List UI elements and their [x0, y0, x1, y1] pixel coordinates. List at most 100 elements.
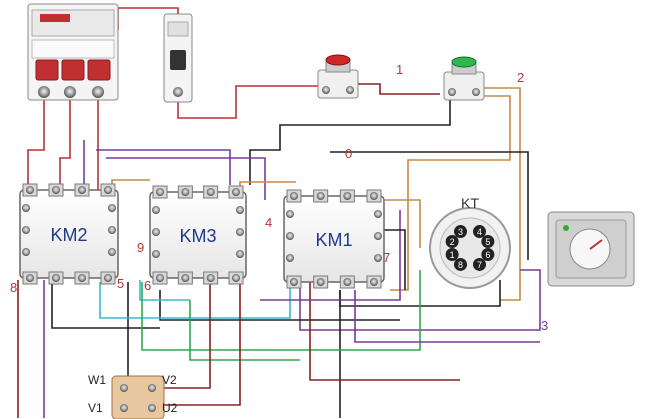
- wire-darkred: [355, 83, 440, 95]
- timer-pin-8: 8: [454, 257, 467, 271]
- screw-icon: [156, 274, 164, 282]
- breaker-toggle[interactable]: [61, 59, 85, 81]
- wire-label-7: 7: [383, 250, 390, 265]
- timer-label: KT: [461, 195, 479, 211]
- wire-black: [249, 100, 451, 185]
- wire-tan: [480, 87, 521, 301]
- wire-purple: [354, 290, 540, 343]
- screw-icon: [370, 278, 378, 286]
- timer-pin-1: 1: [445, 247, 459, 261]
- main-breaker: [27, 3, 119, 101]
- wire-darkred: [160, 282, 211, 389]
- screw-icon: [181, 274, 190, 282]
- wire-purple: [299, 269, 541, 331]
- screw-icon: [206, 274, 215, 282]
- screw-icon: [26, 186, 34, 194]
- screw-icon: [448, 88, 456, 96]
- wire-label-8: 8: [10, 280, 17, 295]
- timer-pin-3: 3: [454, 225, 467, 239]
- wire-purple: [260, 210, 401, 301]
- screw-icon: [236, 228, 244, 236]
- timer-device: [547, 211, 635, 287]
- svg-text:1: 1: [450, 250, 455, 260]
- wire-number-labels: 0 1 2 3 4 5 6 7 8 9: [10, 62, 548, 333]
- wire-tan: [111, 179, 150, 190]
- wire-tan: [385, 199, 421, 248]
- wire-cyan: [139, 280, 190, 301]
- screw-icon: [286, 210, 294, 218]
- screw-icon: [64, 86, 76, 98]
- screw-icon: [472, 88, 480, 96]
- terminal-label-w1: W1: [88, 373, 106, 387]
- wire-label-3: 3: [541, 318, 548, 333]
- screw-icon: [156, 188, 164, 196]
- wire-red: [177, 85, 320, 119]
- terminal-label-v2: V2: [162, 373, 177, 387]
- breaker-toggle[interactable]: [35, 59, 59, 81]
- screw-icon: [108, 248, 116, 256]
- screw-icon: [92, 86, 104, 98]
- wire-darkred: [309, 282, 460, 381]
- screw-icon: [236, 206, 244, 214]
- wire-black: [159, 290, 400, 321]
- screw-icon: [374, 210, 382, 218]
- screw-icon: [52, 274, 60, 282]
- screw-icon: [148, 404, 156, 412]
- wire-label-0: 0: [345, 146, 352, 161]
- wire-black: [51, 280, 160, 329]
- screw-icon: [316, 278, 325, 286]
- screw-icon: [374, 254, 382, 262]
- screw-icon: [22, 204, 30, 212]
- terminal-label-u2: U2: [162, 401, 178, 415]
- screw-icon: [120, 384, 128, 392]
- screw-icon: [286, 232, 294, 240]
- screw-icon: [232, 274, 240, 282]
- wire-purple: [106, 157, 266, 200]
- wire-red: [59, 100, 71, 190]
- wire-green: [141, 270, 421, 351]
- start-cap-icon: [451, 56, 477, 68]
- screw-icon: [181, 188, 190, 196]
- screw-icon: [108, 204, 116, 212]
- screw-icon: [22, 226, 30, 234]
- wire-purple: [96, 149, 231, 185]
- wire-label-1: 1: [396, 62, 403, 77]
- start-button[interactable]: [443, 56, 485, 101]
- contactor-label: KM3: [179, 226, 216, 246]
- screw-icon: [152, 228, 160, 236]
- svg-text:2: 2: [450, 237, 455, 247]
- stop-button[interactable]: [317, 54, 359, 99]
- screw-icon: [374, 232, 382, 240]
- timer-pin-5: 5: [481, 235, 495, 249]
- svg-text:3: 3: [458, 227, 463, 237]
- screw-icon: [120, 404, 128, 412]
- svg-text:8: 8: [458, 260, 463, 270]
- wire-label-5: 5: [117, 276, 124, 291]
- screw-icon: [322, 86, 330, 94]
- screw-icon: [22, 248, 30, 256]
- screw-icon: [236, 250, 244, 258]
- breaker-toggle[interactable]: [170, 50, 186, 70]
- contactor-km3: KM3: [149, 185, 247, 285]
- screw-icon: [38, 86, 50, 98]
- screw-icon: [152, 250, 160, 258]
- screw-icon: [148, 384, 156, 392]
- terminal-label-v1: V1: [88, 401, 103, 415]
- motor-terminal-labels: W1 V1 V2 U2: [88, 373, 178, 415]
- screw-icon: [104, 274, 112, 282]
- wire-label-9: 9: [137, 240, 144, 255]
- wires: [17, 7, 541, 418]
- breaker-toggle[interactable]: [87, 59, 111, 81]
- screw-icon: [152, 206, 160, 214]
- screw-icon: [343, 192, 352, 200]
- screw-icon: [232, 188, 240, 196]
- screw-icon: [52, 186, 60, 194]
- timer-pin-2: 2: [445, 235, 459, 249]
- screw-icon: [346, 86, 354, 94]
- contactor-label: KM1: [315, 230, 352, 250]
- svg-text:7: 7: [477, 260, 482, 270]
- contactor-km1: KM1: [283, 189, 385, 289]
